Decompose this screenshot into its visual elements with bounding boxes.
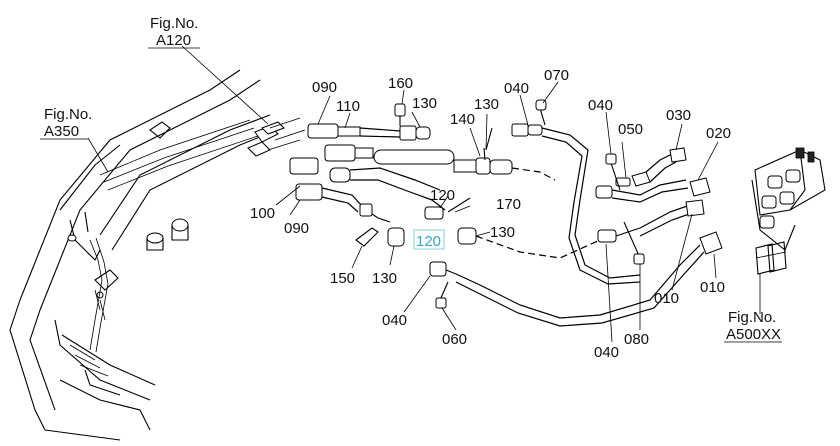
figure-ref-a350-line2: A350 <box>44 123 79 140</box>
part-label[interactable]: 140 <box>450 111 475 128</box>
part-label[interactable]: 090 <box>312 79 337 96</box>
boom-frame <box>9 69 283 441</box>
part-label[interactable]: 040 <box>382 312 407 329</box>
part-label[interactable]: 150 <box>330 270 355 287</box>
part-label[interactable]: 060 <box>442 331 467 348</box>
part-label[interactable]: 130 <box>490 224 515 241</box>
part-label[interactable]: 030 <box>666 107 691 124</box>
part-label[interactable]: 040 <box>504 80 529 97</box>
part-label[interactable]: 020 <box>706 125 731 142</box>
figure-ref-a500xx[interactable]: Fig.No. A500XX <box>724 309 782 343</box>
figure-ref-a120[interactable]: Fig.No. A120 <box>148 15 200 49</box>
part-label[interactable]: 040 <box>594 344 619 361</box>
part-label[interactable]: 120 <box>430 187 455 204</box>
figure-ref-a120-line1: Fig.No. <box>150 15 198 32</box>
part-label[interactable]: 130 <box>372 270 397 287</box>
figure-ref-a500xx-line1: Fig.No. <box>728 309 776 326</box>
part-label[interactable]: 110 <box>336 98 360 115</box>
part-label-highlighted[interactable]: 120 <box>416 233 441 250</box>
lower-hoses <box>289 157 723 327</box>
part-label[interactable]: 080 <box>624 331 649 348</box>
part-label[interactable]: 130 <box>412 95 437 112</box>
manifold-fittings <box>247 117 306 157</box>
upper-hoses <box>307 99 641 285</box>
part-label[interactable]: 090 <box>284 220 309 237</box>
part-label[interactable]: 010 <box>654 290 679 307</box>
part-label[interactable]: 170 <box>496 196 521 213</box>
figure-ref-a120-line2: A120 <box>156 32 191 49</box>
part-labels: 090 110 160 130 040 070 130 140 040 050 … <box>250 67 731 361</box>
part-label[interactable]: 100 <box>250 205 275 222</box>
figure-ref-a350-line1: Fig.No. <box>44 106 92 123</box>
right-connectors <box>595 147 711 217</box>
control-valve <box>751 147 826 275</box>
part-label[interactable]: 050 <box>618 121 643 138</box>
part-label[interactable]: 070 <box>544 67 569 84</box>
figure-ref-a350[interactable]: Fig.No. A350 <box>40 106 92 140</box>
part-label[interactable]: 040 <box>588 97 613 114</box>
part-label[interactable]: 130 <box>474 96 499 113</box>
figure-ref-a500xx-line2: A500XX <box>726 326 781 343</box>
part-label[interactable]: 160 <box>388 75 413 92</box>
part-label[interactable]: 010 <box>700 279 725 296</box>
leader-lines <box>87 45 761 343</box>
